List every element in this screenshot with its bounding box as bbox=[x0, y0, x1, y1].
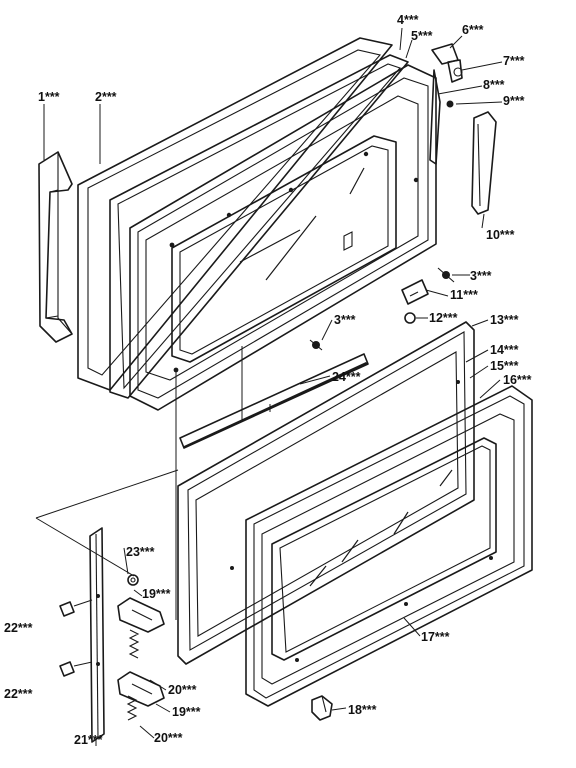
label-22a: 22*** bbox=[4, 621, 33, 635]
label-16: 16*** bbox=[503, 373, 532, 387]
upper-hinge-hardware bbox=[429, 43, 463, 165]
trim-strip bbox=[179, 353, 369, 449]
lower-inner-panel bbox=[177, 321, 475, 665]
alignment-lines bbox=[35, 346, 271, 620]
label-11: 11*** bbox=[450, 288, 478, 302]
label-4: 4*** bbox=[397, 13, 419, 27]
side-bracket bbox=[471, 111, 497, 215]
label-23: 23*** bbox=[126, 545, 155, 559]
outer-door-panel bbox=[77, 37, 393, 391]
lower-door-front bbox=[245, 385, 533, 707]
label-9: 9*** bbox=[503, 94, 525, 108]
label-3b: 3*** bbox=[334, 313, 356, 327]
label-20b: 20*** bbox=[154, 731, 183, 745]
label-10: 10*** bbox=[486, 228, 515, 242]
label-6: 6*** bbox=[462, 23, 484, 37]
label-14: 14*** bbox=[490, 343, 519, 357]
label-13: 13*** bbox=[490, 313, 519, 327]
hinge-assembly bbox=[59, 574, 165, 721]
label-20a: 20*** bbox=[168, 683, 197, 697]
leader-lines bbox=[43, 27, 503, 746]
label-7: 7*** bbox=[503, 54, 525, 68]
label-21: 21*** bbox=[74, 733, 103, 747]
label-2: 2*** bbox=[95, 90, 117, 104]
label-24: 24*** bbox=[332, 370, 361, 384]
label-8: 8*** bbox=[483, 78, 505, 92]
label-12: 12*** bbox=[429, 311, 458, 325]
callout-labels: 1*** 2*** 4*** 5*** 6*** 7*** 8*** 9*** … bbox=[4, 13, 532, 747]
gasket-frame bbox=[109, 54, 409, 399]
hinge-plate bbox=[89, 527, 105, 743]
label-22b: 22*** bbox=[4, 687, 33, 701]
label-17: 17*** bbox=[421, 630, 450, 644]
label-19a: 19*** bbox=[142, 587, 171, 601]
label-5: 5*** bbox=[411, 29, 433, 43]
door-handle bbox=[38, 151, 73, 343]
label-18: 18*** bbox=[348, 703, 377, 717]
label-3a: 3*** bbox=[470, 269, 492, 283]
door-knob bbox=[311, 695, 333, 721]
label-15: 15*** bbox=[490, 359, 519, 373]
label-1: 1*** bbox=[38, 90, 60, 104]
small-hardware bbox=[309, 267, 455, 351]
upper-inner-frame bbox=[129, 64, 437, 411]
label-19b: 19*** bbox=[172, 705, 201, 719]
